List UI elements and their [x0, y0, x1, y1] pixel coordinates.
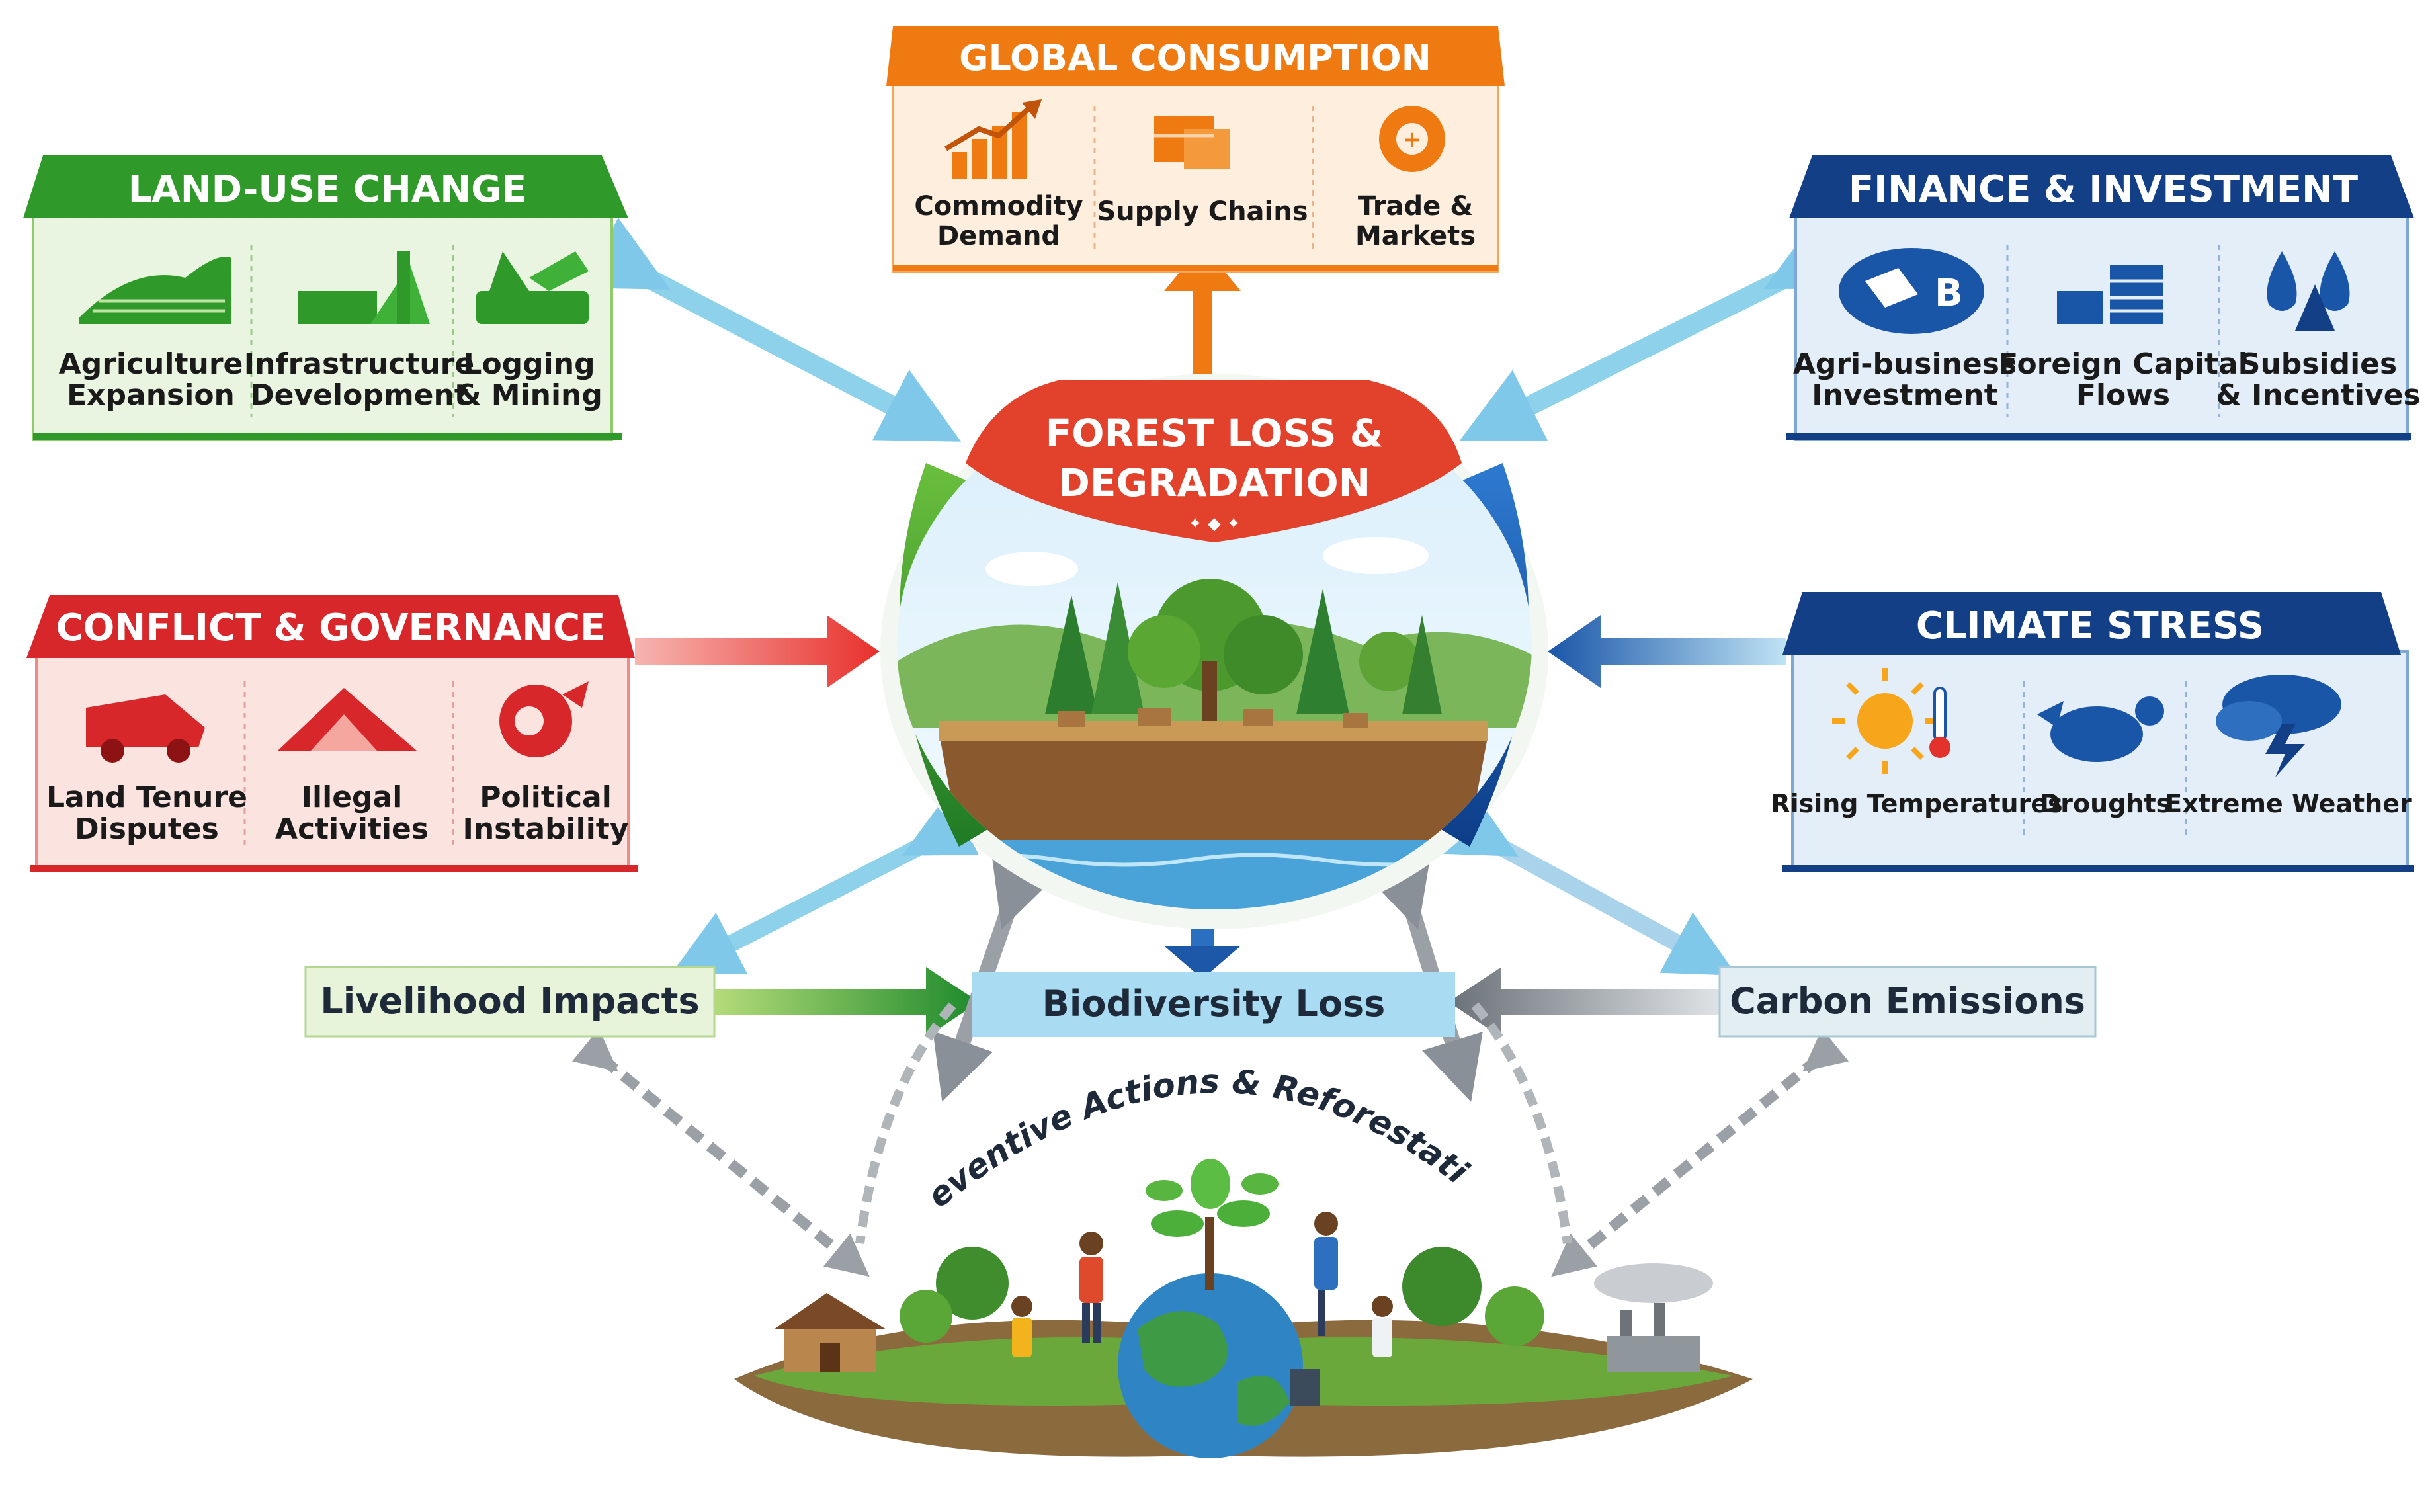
money-bag-icon: B [1839, 248, 1984, 334]
market-tag-icon: + [1379, 106, 1445, 172]
drought-icon [2037, 696, 2164, 762]
volunteers-icon [1011, 1212, 1393, 1406]
arrow-climate [1548, 615, 1786, 688]
illegal-activities-line2: Activities [275, 812, 429, 846]
arrow-center-livelihood [670, 793, 980, 975]
center-title-line2: DEGRADATION [1058, 460, 1370, 505]
agriculture-expansion-line1: Agriculture [59, 347, 243, 381]
climate-stress-title: CLIMATE STRESS [1916, 605, 2264, 648]
supply-chains-label: Supply Chains [1097, 196, 1308, 227]
arrow-conflict [635, 615, 880, 688]
earth-globe-icon [1118, 1273, 1303, 1458]
cleared-land-icon [278, 688, 417, 751]
subsidies-line1: Subsidies [2240, 347, 2397, 381]
impact-livelihood: Livelihood Impacts [304, 966, 716, 1038]
arrow-livelihood [711, 967, 979, 1037]
dashed-arc-right [1471, 1002, 1572, 1244]
arrow-carbon [1448, 967, 1720, 1037]
impact-biodiversity: Biodiversity Loss [972, 972, 1455, 1037]
panel-global-consumption: GLOBAL CONSUMPTION + Commodity Demand Su… [886, 26, 1505, 273]
panel-conflict-governance: CONFLICT & GOVERNANCE Land Tenure Disput… [26, 595, 638, 872]
arrow-center-carbon [1441, 793, 1737, 976]
arrow-finance [1459, 218, 1853, 441]
foreign-capital-line2: Flows [2076, 378, 2170, 412]
construction-icon [298, 251, 430, 324]
coin-stacks-icon [2057, 265, 2163, 324]
center-forest-circle: FOREST LOSS & DEGRADATION ✦ ◆ ✦ [880, 374, 1548, 929]
livelihood-impacts-label: Livelihood Impacts [320, 980, 699, 1022]
biodiversity-loss-label: Biodiversity Loss [1042, 983, 1386, 1025]
land-tenure-line1: Land Tenure [46, 780, 247, 814]
logging-mining-line2: & Mining [456, 378, 603, 412]
excavator-icon [476, 251, 589, 324]
extreme-weather-label: Extreme Weather [2165, 789, 2412, 818]
forest-trees-icon [1045, 579, 1442, 721]
foreign-capital-line1: Foreign Capital [1998, 347, 2248, 381]
commodity-demand-line2: Demand [937, 221, 1060, 251]
shipping-boxes-icon [1154, 116, 1230, 169]
impact-carbon: Carbon Emissions [1718, 966, 2097, 1038]
agriculture-expansion-line2: Expansion [67, 378, 235, 412]
commodity-demand-line1: Commodity [914, 191, 1083, 222]
truck-icon [86, 694, 205, 763]
sun-thermometer-icon [1832, 668, 1950, 774]
subsidies-line2: & Incentives [2216, 378, 2420, 412]
svg-text:+: + [1403, 126, 1422, 153]
svg-text:B: B [1935, 272, 1963, 315]
dashed-arc-left [855, 1002, 956, 1244]
panel-land-use-change: LAND-USE CHANGE Agriculture Expansion In… [23, 155, 628, 441]
logging-mining-line1: Logging [463, 347, 595, 381]
droplets-icon [2267, 251, 2350, 331]
political-instability-line1: Political [480, 780, 612, 814]
infrastructure-development-line2: Development [250, 378, 468, 412]
factory-icon [1594, 1263, 1713, 1372]
trade-markets-line1: Trade & [1358, 191, 1473, 222]
agri-business-line1: Agri-business [1793, 347, 2017, 381]
svg-text:✦ ◆ ✦: ✦ ◆ ✦ [1188, 514, 1241, 534]
political-instability-line2: Instability [462, 812, 628, 846]
dashed-arrow-carbon [1551, 1028, 1849, 1277]
agri-business-line2: Investment [1812, 378, 1998, 412]
center-title-badge [966, 380, 1462, 542]
trade-markets-line2: Markets [1355, 221, 1476, 251]
global-consumption-title: GLOBAL CONSUMPTION [959, 37, 1431, 79]
house-icon [774, 1293, 886, 1372]
land-tenure-line2: Disputes [75, 812, 219, 846]
conflict-governance-title: CONFLICT & GOVERNANCE [56, 607, 606, 650]
panel-finance-investment: FINANCE & INVESTMENT B Agri-business Inv… [1786, 155, 2421, 441]
dashed-arrow-livelihood [571, 1028, 870, 1277]
finance-investment-title: FINANCE & INVESTMENT [1849, 168, 2358, 211]
sapling-icon [1146, 1159, 1279, 1290]
storm-cloud-icon [2216, 675, 2341, 777]
center-title-line1: FOREST LOSS & [1046, 411, 1384, 456]
rising-bar-chart-icon [944, 99, 1042, 179]
panel-climate-stress: CLIMATE STRESS Rising Temperatures Drou [1771, 592, 2414, 872]
land-use-change-title: LAND-USE CHANGE [128, 168, 527, 211]
carbon-emissions-label: Carbon Emissions [1730, 980, 2085, 1022]
rising-temperatures-label: Rising Temperatures [1771, 789, 2062, 818]
farm-fields-icon [79, 257, 231, 324]
droughts-label: Droughts [2040, 789, 2171, 818]
unrest-icon [499, 681, 589, 757]
infrastructure-development-line1: Infrastructure [244, 347, 474, 381]
illegal-activities-line1: Illegal [302, 780, 403, 814]
arrow-land-use [581, 218, 962, 442]
